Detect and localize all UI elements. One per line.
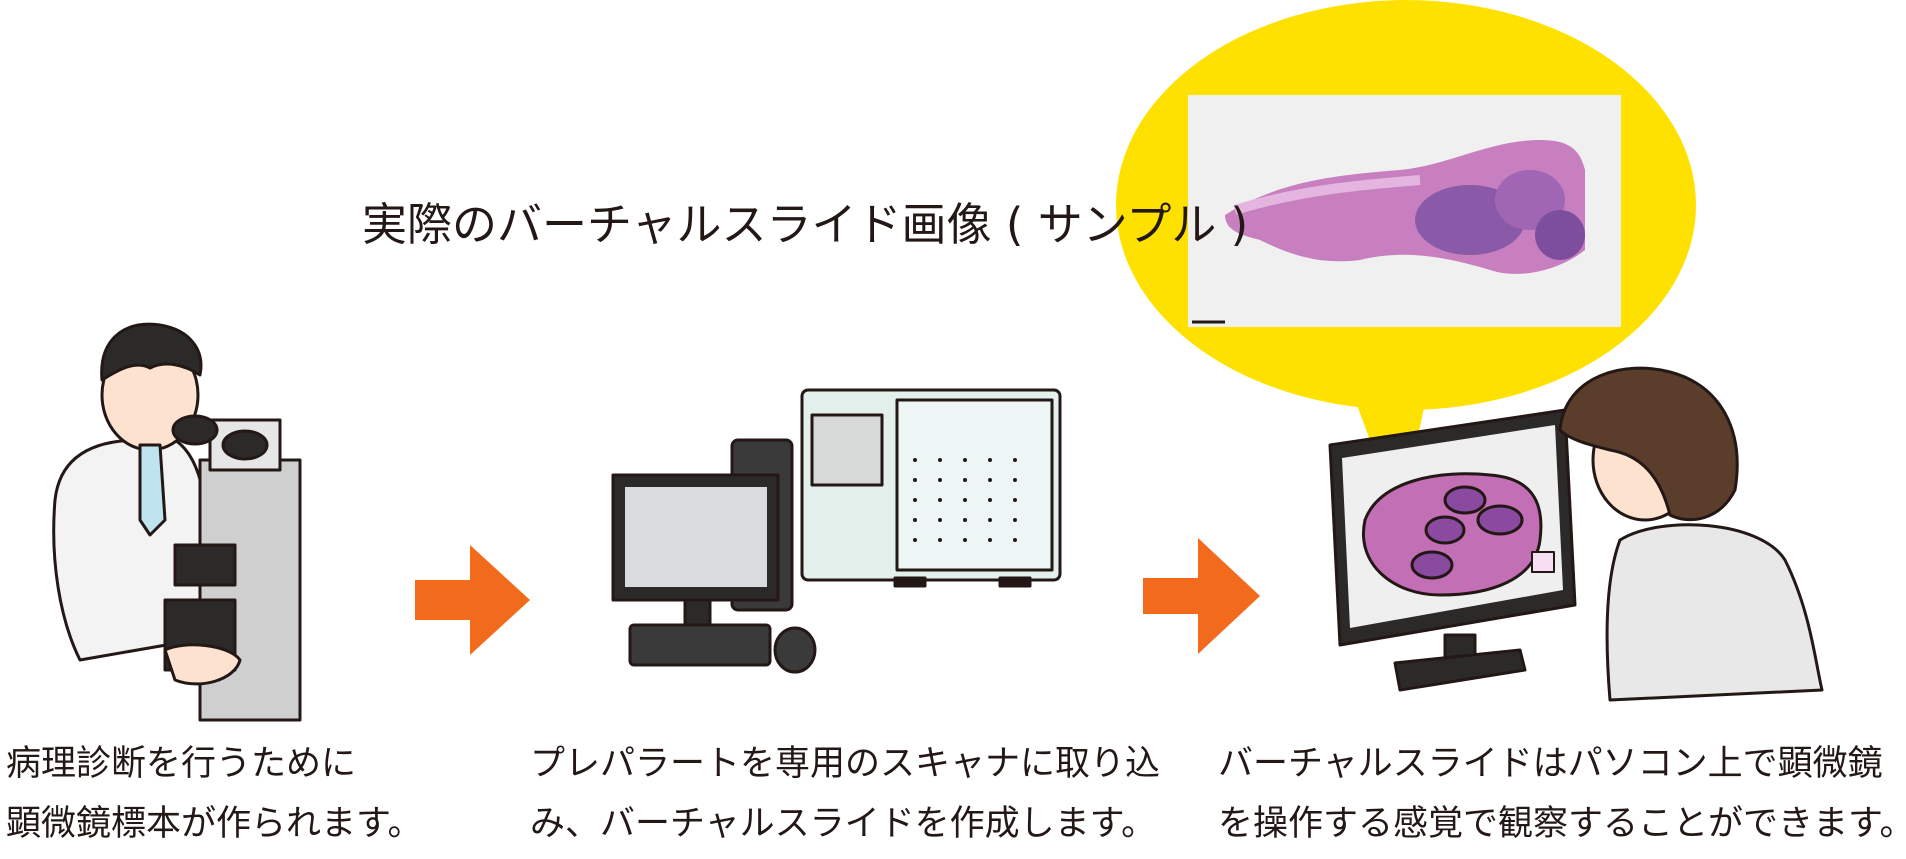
step2-caption-line2: み、バーチャルスライドを作成します。 — [530, 804, 1156, 844]
scanner-dot-grid — [913, 458, 1017, 542]
arrow-right-icon — [415, 545, 530, 655]
arrow-right-icon — [1143, 538, 1260, 654]
sample-title: 実際のバーチャルスライド画像 ( サンプル ) — [362, 198, 1248, 251]
step1-caption-line2: 顕微鏡標本が作られます。 — [6, 804, 423, 844]
speech-bubble — [1116, 0, 1696, 520]
step3-caption-line2: を操作する感覚で観察することができます。 — [1218, 804, 1906, 844]
step1-caption-line1: 病理診断を行うために — [6, 744, 356, 784]
step3-caption-line1: バーチャルスライドはパソコン上で顕微鏡 — [1218, 744, 1883, 784]
step2-caption-line1: プレパラートを専用のスキャナに取り込 — [530, 744, 1160, 784]
viewer-person-illustration — [1328, 366, 1824, 702]
doctor-microscope-illustration — [52, 322, 302, 722]
slide-scanner-computer-illustration — [611, 388, 1062, 674]
